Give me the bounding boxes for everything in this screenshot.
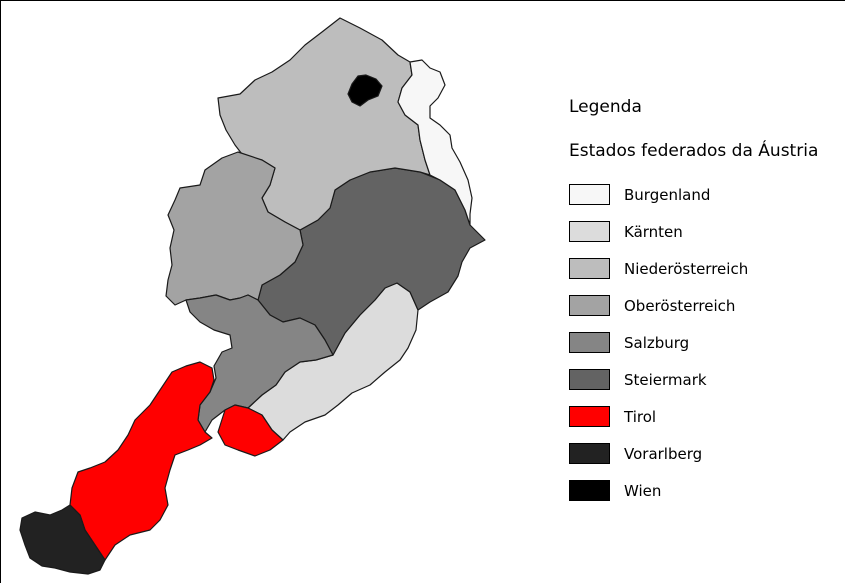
legend-item-tirol: Tirol: [569, 398, 845, 435]
legend-label: Salzburg: [624, 333, 690, 352]
legend-item-wien: Wien: [569, 472, 845, 509]
region-vorarlberg[interactable]: [19, 504, 106, 575]
legend-swatch: [569, 369, 610, 390]
region-tirol-east[interactable]: [217, 404, 284, 457]
legend-item-kaernten: Kärnten: [569, 213, 845, 250]
legend-label: Oberösterreich: [624, 296, 736, 315]
legend-item-steiermark: Steiermark: [569, 361, 845, 398]
legend-item-niederoesterreich: Niederösterreich: [569, 250, 845, 287]
legend-swatch: [569, 184, 610, 205]
legend-item-salzburg: Salzburg: [569, 324, 845, 361]
legend-label: Vorarlberg: [624, 444, 703, 463]
legend-swatch: [569, 332, 610, 353]
legend-swatch: [569, 221, 610, 242]
legend-label: Steiermark: [624, 370, 707, 389]
legend-item-burgenland: Burgenland: [569, 176, 845, 213]
legend-swatch: [569, 406, 610, 427]
legend-item-vorarlberg: Vorarlberg: [569, 435, 845, 472]
legend-item-oberoesterreich: Oberösterreich: [569, 287, 845, 324]
region-burgenland[interactable]: [397, 59, 473, 226]
legend-title: Legenda: [569, 97, 642, 117]
legend-swatch: [569, 443, 610, 464]
legend-swatch: [569, 295, 610, 316]
legend: Legenda Estados federados da Áustria Bur…: [569, 95, 845, 509]
region-oberoesterreich[interactable]: [165, 151, 304, 306]
legend-label: Tirol: [624, 407, 657, 426]
legend-swatch: [569, 480, 610, 501]
legend-label: Burgenland: [624, 185, 711, 204]
legend-label: Niederösterreich: [624, 259, 749, 278]
region-salzburg[interactable]: [185, 294, 334, 433]
legend-label: Kärnten: [624, 222, 683, 241]
legend-subtitle: Estados federados da Áustria: [569, 141, 819, 161]
legend-label: Wien: [624, 481, 662, 500]
region-wien[interactable]: [347, 74, 383, 107]
legend-swatch: [569, 258, 610, 279]
legend-list: Burgenland Kärnten Niederösterreich Ober…: [569, 176, 845, 509]
region-tirol[interactable]: [69, 361, 215, 561]
